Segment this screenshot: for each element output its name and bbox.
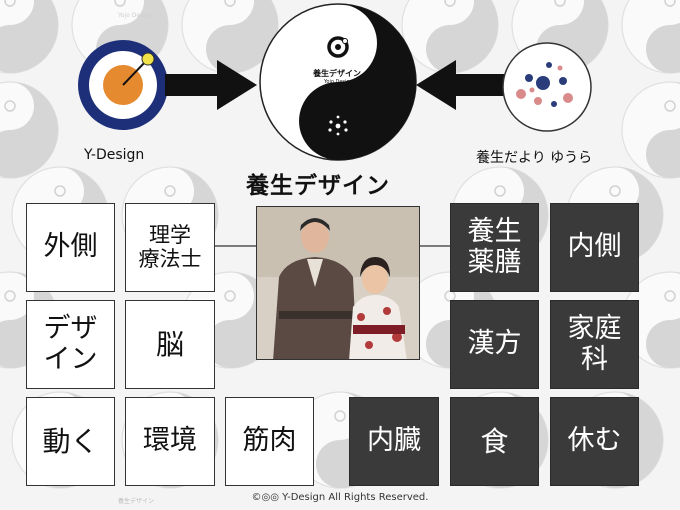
tile-design: デザ イン — [26, 300, 115, 389]
tile-kinniku: 筋肉 — [225, 397, 314, 486]
page-title: 養生デザイン — [246, 173, 390, 199]
tile-naizo: 内臓 — [349, 397, 439, 486]
copyright-footer: ©◎◎ Y-Design All Rights Reserved. — [251, 492, 429, 503]
right-label: 養生だより ゆうら — [476, 150, 593, 166]
bg-tile-text: Yojo Design — [118, 12, 153, 19]
arrow-left-icon — [416, 60, 508, 110]
logo-text-jp: 養生デザイン — [313, 69, 361, 78]
tile-yasumu: 休む — [550, 397, 639, 486]
tile-sotogawa: 外側 — [26, 203, 115, 292]
tile-rigaku: 理学 療法士 — [125, 203, 215, 292]
tile-nou: 脳 — [125, 300, 215, 389]
tile-shoku: 食 — [450, 397, 539, 486]
tile-kateika: 家庭 科 — [550, 300, 639, 389]
tile-yakuzen: 養生 薬膳 — [450, 203, 539, 292]
logo-text-en: Yojo Design — [324, 79, 353, 85]
tile-kanpo: 漢方 — [450, 300, 539, 389]
left-label: Y-Design — [84, 147, 145, 163]
tile-uchigawa: 内側 — [550, 203, 639, 292]
dots-icon — [502, 42, 592, 132]
photo — [256, 206, 420, 360]
arrow-right-icon — [165, 60, 257, 110]
bg-tile-text: 養生デザイン — [118, 498, 155, 505]
tile-kankyo: 環境 — [125, 397, 215, 486]
yin-yang-logo — [259, 3, 417, 161]
target-icon — [78, 40, 168, 130]
photo-illustration — [257, 207, 419, 359]
tile-ugoku: 動く — [26, 397, 115, 486]
